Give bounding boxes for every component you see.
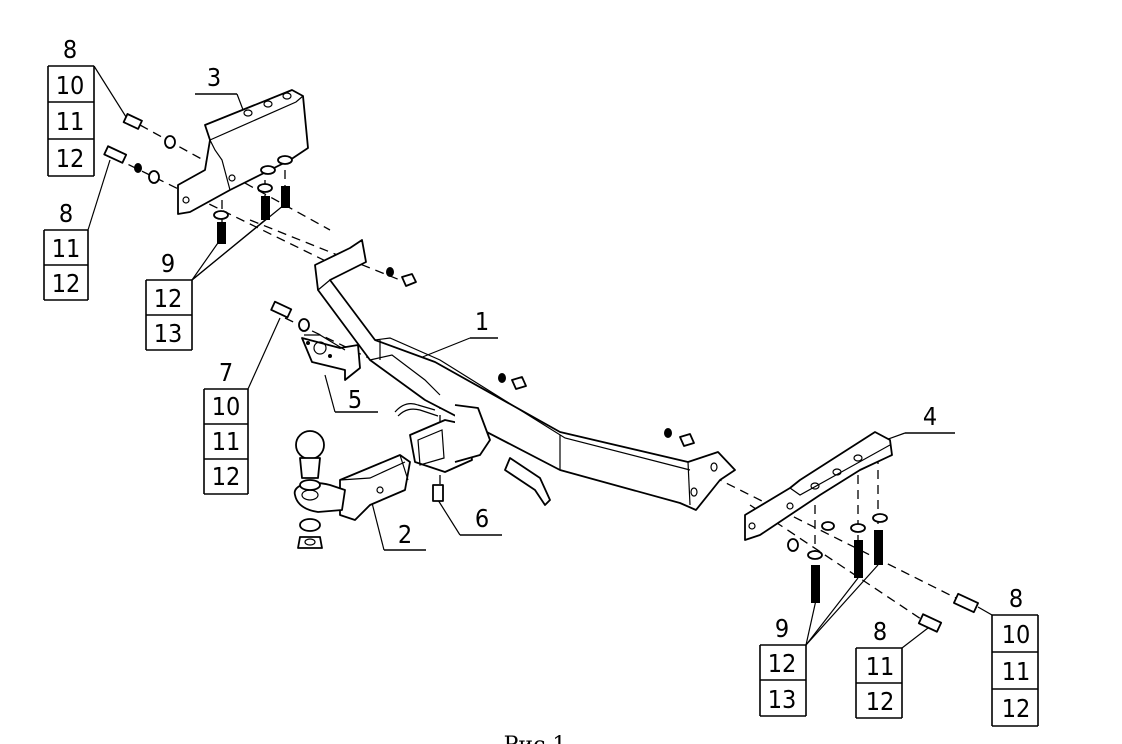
assembly-axis-lines (114, 124, 961, 626)
left-mounting-bracket (177, 89, 309, 215)
right-bolts-and-washers (787, 513, 979, 633)
crossbar-nuts (386, 267, 695, 447)
callout-left-9-label-1: 12 (154, 284, 183, 313)
callout-bottom-8-right-label-0: 8 (1009, 584, 1023, 613)
callout-left-9-label-2: 13 (154, 319, 183, 348)
callout-left-7-label-0: 7 (219, 358, 233, 387)
part-3-label: 3 (207, 63, 221, 92)
callout-bottom-8-right-label-2: 11 (1002, 657, 1031, 686)
callout-top-left-b-label-2: 12 (52, 269, 81, 298)
part-2-callout: 2 (369, 494, 426, 551)
callout-bottom-9-label-0: 9 (775, 614, 789, 643)
callout-left-7-label-2: 11 (212, 427, 241, 456)
callout-top-left-a-label-0: 8 (63, 35, 77, 64)
callout-bottom-8-mid-label-0: 8 (873, 617, 887, 646)
left-bolts-and-washers (103, 113, 293, 244)
callout-top-left-a-label-1: 10 (56, 71, 85, 100)
callout-bottom-8-mid: 8 11 12 (855, 617, 929, 719)
callout-left-7-label-3: 12 (212, 462, 241, 491)
part-1-label: 1 (475, 307, 489, 336)
callout-bottom-9-label-1: 12 (768, 649, 797, 678)
callout-left-7: 7 10 11 12 (203, 317, 281, 495)
callout-top-left-a-label-3: 12 (56, 144, 85, 173)
callout-top-left-b-label-0: 8 (59, 199, 73, 228)
callout-left-9-label-0: 9 (161, 249, 175, 278)
part-1-callout: 1 (419, 307, 498, 359)
right-mounting-bracket (744, 431, 893, 541)
ball-mount (293, 430, 411, 549)
callout-bottom-8-mid-label-1: 11 (866, 652, 895, 681)
part-3-callout: 3 (195, 63, 246, 116)
main-crossbar (314, 239, 736, 511)
callout-top-left-a-label-2: 11 (56, 107, 85, 136)
callout-bottom-8-right-label-3: 12 (1002, 694, 1031, 723)
callout-bottom-9-label-2: 13 (768, 685, 797, 714)
figure-caption: Рис.1 (504, 733, 567, 744)
hitch-pin-and-clip (394, 403, 551, 506)
callout-top-left-b: 8 11 12 (43, 159, 111, 301)
socket-plate (270, 300, 361, 381)
callout-bottom-8-right: 8 10 11 12 (977, 584, 1039, 727)
callout-top-left-a: 8 10 11 12 (47, 35, 129, 177)
part-6-callout: 6 (437, 499, 502, 536)
part-4-label: 4 (923, 402, 937, 431)
part-2-label: 2 (398, 520, 412, 549)
callout-bottom-9: 9 12 13 (759, 564, 879, 717)
part-5-label: 5 (348, 385, 362, 414)
callout-bottom-8-right-label-1: 10 (1002, 620, 1031, 649)
part-6-label: 6 (475, 504, 489, 533)
callout-bottom-8-mid-label-2: 12 (866, 687, 895, 716)
receiver-bolt (432, 484, 444, 502)
part-5-callout: 5 (324, 374, 378, 414)
callout-top-left-b-label-1: 11 (52, 234, 81, 263)
callout-left-9: 9 12 13 (145, 204, 285, 351)
part-4-callout: 4 (879, 402, 955, 443)
callout-left-7-label-1: 10 (212, 392, 241, 421)
